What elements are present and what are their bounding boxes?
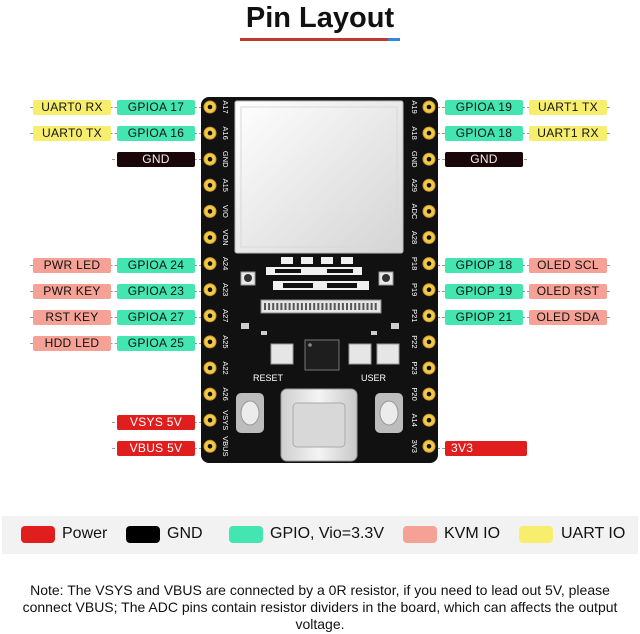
- silk-label: A27: [221, 309, 230, 322]
- pin-label-gpioa27: GPIOA 27: [117, 310, 195, 325]
- silk-label: P23: [410, 361, 419, 374]
- legend-label-uart: UART IO: [561, 525, 626, 542]
- connector-line: [30, 291, 202, 292]
- pin-label-gnd-right: GND: [445, 152, 523, 167]
- silk-label: ADC: [410, 203, 419, 219]
- pin-label-vsys-5v: VSYS 5V: [117, 415, 195, 430]
- pin-label-hdd-led: HDD LED: [33, 336, 111, 351]
- connector-line: [437, 133, 610, 134]
- reset-label: RESET: [253, 373, 284, 383]
- pin-label-uart1-tx: UART1 TX: [529, 100, 607, 115]
- connector-line: [30, 317, 202, 318]
- silk-label: P19: [410, 283, 419, 296]
- silk-label: GND: [410, 151, 419, 168]
- pin-label-gpioa19: GPIOA 19: [445, 100, 523, 115]
- silk-label: A16: [221, 126, 230, 139]
- legend-label-kvm: KVM IO: [444, 525, 501, 542]
- silk-label: A28: [410, 231, 419, 244]
- silk-label: P20: [410, 387, 419, 400]
- silk-label: A15: [221, 179, 230, 192]
- board-illustration: RESET USER A17A16GNDA15VIOVONA24A23A27A2…: [201, 97, 438, 463]
- pin-label-gpioa16: GPIOA 16: [117, 126, 195, 141]
- pin-label-rst-key: RST KEY: [33, 310, 111, 325]
- pin-label-gpiop21: GPIOP 21: [445, 310, 523, 325]
- pin-label-oled-sda: OLED SDA: [529, 310, 607, 325]
- legend-swatch-uart: [519, 526, 553, 543]
- pin-label-uart0-tx: UART0 TX: [33, 126, 111, 141]
- silk-label: A17: [221, 100, 230, 113]
- color-legend: Power GND GPIO, Vio=3.3V KVM IO UART IO: [2, 516, 638, 554]
- pin-label-3v3: 3V3: [445, 441, 527, 456]
- silk-label: A26: [221, 387, 230, 400]
- pin-label-gpiop18: GPIOP 18: [445, 258, 523, 273]
- legend-label-gpio: GPIO, Vio=3.3V: [270, 525, 384, 542]
- connector-line: [30, 133, 202, 134]
- pin-label-uart0-rx: UART0 RX: [33, 100, 111, 115]
- connector-line: [30, 343, 202, 344]
- silk-label: A22: [221, 361, 230, 374]
- page-title: Pin Layout: [245, 2, 395, 34]
- pin-label-gpioa24: GPIOA 24: [117, 258, 195, 273]
- silk-label: VBUS: [221, 436, 230, 456]
- silk-label: VSYS: [221, 410, 230, 430]
- pin-label-gnd-left: GND: [117, 152, 195, 167]
- pin-label-gpioa18: GPIOA 18: [445, 126, 523, 141]
- legend-swatch-gpio: [229, 526, 263, 543]
- pin-label-oled-scl: OLED SCL: [529, 258, 607, 273]
- silk-label: A24: [221, 257, 230, 270]
- silk-label: P22: [410, 335, 419, 348]
- silk-label: A18: [410, 126, 419, 139]
- silk-label: P21: [410, 309, 419, 322]
- legend-swatch-power: [21, 526, 55, 543]
- legend-label-gnd: GND: [167, 525, 203, 542]
- legend-swatch-kvm: [403, 526, 437, 543]
- pin-label-gpioa25: GPIOA 25: [117, 336, 195, 351]
- silk-label: GND: [221, 151, 230, 168]
- silk-label: P18: [410, 257, 419, 270]
- connector-line: [437, 107, 610, 108]
- legend-swatch-gnd: [126, 526, 160, 543]
- legend-label-power: Power: [62, 525, 108, 542]
- silk-label: 3V3: [410, 440, 419, 453]
- silk-label: A25: [221, 335, 230, 348]
- module-shield: [234, 100, 404, 254]
- connector-line: [437, 291, 610, 292]
- pin-label-uart1-rx: UART1 RX: [529, 126, 607, 141]
- pin-label-pwr-key: PWR KEY: [33, 284, 111, 299]
- edge-pads: [203, 100, 436, 453]
- silk-label: A29: [410, 179, 419, 192]
- pin-label-gpioa23: GPIOA 23: [117, 284, 195, 299]
- pin-label-vbus-5v: VBUS 5V: [117, 441, 195, 456]
- silk-label: VON: [221, 229, 230, 245]
- pin-label-pwr-led: PWR LED: [33, 258, 111, 273]
- connector-line: [30, 107, 202, 108]
- silk-label: A23: [221, 283, 230, 296]
- pin-label-gpioa17: GPIOA 17: [117, 100, 195, 115]
- footnote: Note: The VSYS and VBUS are connected by…: [22, 582, 618, 632]
- mcu-chip: [304, 339, 340, 371]
- user-label: USER: [361, 373, 387, 383]
- connector-line: [30, 265, 202, 266]
- pin-label-oled-rst: OLED RST: [529, 284, 607, 299]
- silk-label: A19: [410, 100, 419, 113]
- silk-label: VIO: [221, 205, 230, 218]
- connector-line: [437, 317, 610, 318]
- connector-line: [437, 265, 610, 266]
- pin-label-gpiop19: GPIOP 19: [445, 284, 523, 299]
- silk-label: A14: [410, 414, 419, 427]
- title-underline: [240, 38, 400, 41]
